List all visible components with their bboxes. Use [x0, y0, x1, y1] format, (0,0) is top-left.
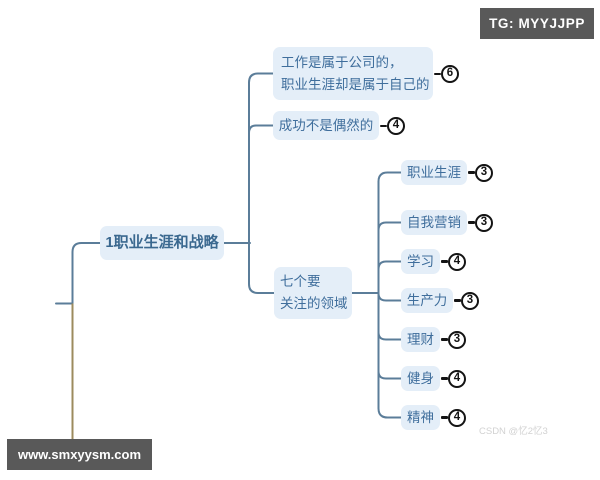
count-badge[interactable]: 3 [441, 330, 467, 349]
badge-count-circle: 3 [475, 213, 493, 232]
edge-leaf4 [377, 292, 402, 302]
csdn-watermark: CSDN @忆2忆3 [479, 426, 548, 437]
badge-count-circle: 3 [461, 291, 479, 310]
topic-root[interactable]: 1职业生涯和战略 [100, 226, 224, 260]
topic-spirit[interactable]: 精神 [401, 405, 440, 430]
count-badge[interactable]: 4 [441, 369, 467, 388]
badge-dash-icon [468, 221, 475, 224]
edge-leaf2 [377, 221, 402, 231]
count-badge[interactable]: 4 [441, 408, 467, 427]
topic-seven-areas[interactable]: 七个要 关注的领域 [274, 267, 352, 319]
count-badge[interactable]: 3 [454, 291, 480, 310]
badge-dash-icon [434, 72, 441, 76]
count-badge[interactable]: 3 [468, 163, 494, 182]
badge-count-circle: 4 [448, 408, 466, 427]
telegram-badge: TG: MYYJJPP [480, 8, 594, 39]
badge-dash-icon [441, 338, 448, 341]
topic-line: 七个要 [280, 274, 321, 289]
topic-learning[interactable]: 学习 [401, 249, 440, 274]
topic-finance[interactable]: 理财 [401, 327, 440, 352]
edge-leaf5 [377, 331, 402, 341]
badge-dash-icon [468, 171, 475, 174]
topic-line: 职业生涯却是属于自己的 [281, 76, 430, 92]
badge-count-circle: 4 [448, 252, 466, 271]
edge-leaves-trunk [377, 171, 403, 419]
count-badge[interactable]: 4 [441, 252, 467, 271]
badge-count-circle: 3 [448, 330, 466, 349]
topic-line: 关注的领域 [280, 296, 348, 311]
badge-count-circle: 4 [387, 117, 405, 135]
topic-fitness[interactable]: 健身 [401, 366, 440, 391]
badge-count-circle: 6 [441, 65, 459, 83]
edge-leaf3 [377, 260, 402, 270]
edge-root-left [55, 242, 101, 305]
count-badge[interactable]: 4 [380, 117, 406, 135]
topic-self-marketing[interactable]: 自我营销 [401, 210, 467, 235]
website-badge: www.smxyysm.com [7, 439, 152, 470]
badge-dash-icon [454, 299, 461, 302]
topic-line: 工作是属于公司的， [281, 54, 403, 70]
topic-career[interactable]: 职业生涯 [401, 160, 467, 185]
badge-dash-icon [441, 260, 448, 263]
topic-productivity[interactable]: 生产力 [401, 288, 453, 313]
count-badge[interactable]: 6 [434, 65, 460, 83]
badge-count-circle: 3 [475, 163, 493, 182]
badge-dash-icon [441, 377, 448, 380]
badge-count-circle: 4 [448, 369, 466, 388]
count-badge[interactable]: 3 [468, 213, 494, 232]
edge-child2 [248, 124, 274, 134]
badge-dash-icon [380, 124, 387, 128]
badge-dash-icon [441, 416, 448, 419]
edge-children-trunk [248, 72, 275, 294]
edge-leaf6 [377, 370, 402, 380]
topic-success-not-accidental[interactable]: 成功不是偶然的 [273, 111, 379, 140]
topic-work-belongs-to-company[interactable]: 工作是属于公司的， 职业生涯却是属于自己的 [273, 47, 433, 100]
